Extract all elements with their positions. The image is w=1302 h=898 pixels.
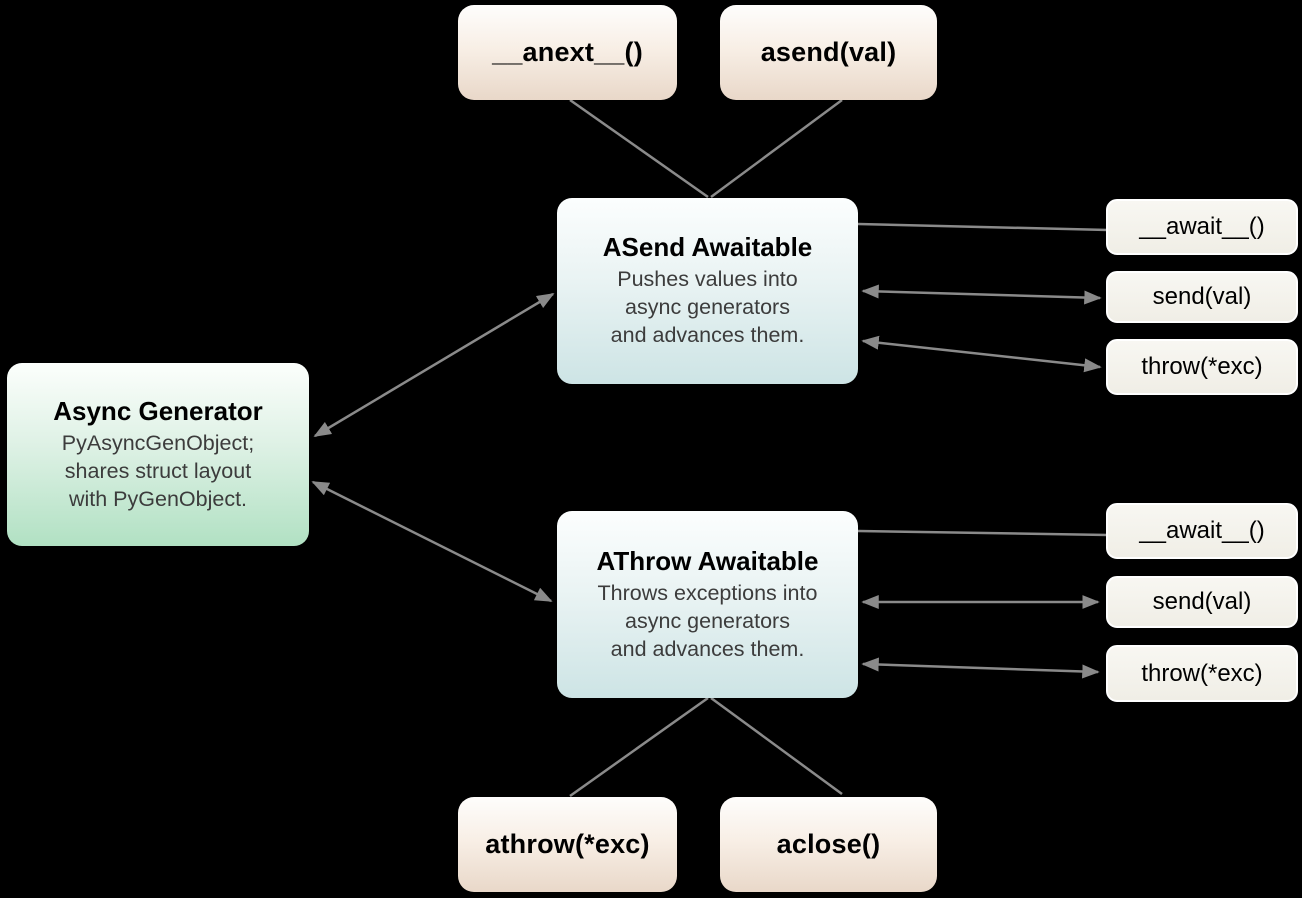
edge-async-generator-athrow-awaitable [311,480,553,603]
async-generator-desc-line3: with PyGenObject. [68,486,248,511]
node-athrow-send-method: send(val) [1106,576,1298,628]
node-async-generator: Async Generator PyAsyncGenObject; shares… [7,363,309,546]
athrow-awaitable-desc-line2: async generators [625,608,790,633]
asend-awaitable-title: ASend Awaitable [602,232,813,262]
asend-await-method-label: __await__() [1139,213,1265,240]
asend-awaitable-desc-line2: async generators [625,295,790,320]
node-asend-awaitable: ASend Awaitable Pushes values into async… [557,198,858,384]
edge-anext-to-asend-awaitable [569,98,709,199]
edge-asend-awaitable-throw [861,335,1102,373]
edge-athrow-awaitable-await [857,529,1109,537]
athrow-await-method-label: __await__() [1139,517,1265,544]
node-athrow-awaitable: AThrow Awaitable Throws exceptions into … [557,511,858,698]
node-asend-throw-method: throw(*exc) [1106,339,1298,395]
node-athrow-fn: athrow(*exc) [458,797,677,892]
athrow-awaitable-desc-line3: and advances them. [610,636,805,661]
node-aclose-label: aclose() [776,829,881,859]
edge-athrow-awaitable-to-athrow [569,696,709,798]
async-generator-desc-line1: PyAsyncGenObject; [61,430,255,455]
edge-asend-awaitable-await [857,222,1109,232]
node-asend-send-method: send(val) [1106,271,1298,323]
asend-throw-method-label: throw(*exc) [1141,353,1263,380]
node-asend: asend(val) [720,5,937,100]
edge-athrow-awaitable-to-aclose [710,696,843,796]
node-asend-await-method: __await__() [1106,199,1298,255]
athrow-send-method-label: send(val) [1152,588,1252,615]
athrow-throw-method-label: throw(*exc) [1141,659,1263,687]
node-aclose: aclose() [720,797,937,892]
edge-asend-awaitable-async-generator [313,292,555,438]
node-athrow-throw-method: throw(*exc) [1106,645,1298,702]
node-athrow-await-method: __await__() [1106,503,1298,559]
edge-asend-awaitable-send [861,284,1102,305]
node-anext-label: __anext__() [492,37,643,67]
athrow-awaitable-desc-line1: Throws exceptions into [597,580,818,605]
asend-awaitable-desc-line3: and advances them. [610,323,805,348]
async-generator-title: Async Generator [53,395,263,426]
edge-athrow-awaitable-throw [861,657,1100,679]
athrow-awaitable-title: AThrow Awaitable [596,545,819,576]
asend-send-method-label: send(val) [1152,283,1252,310]
asend-awaitable-desc-line1: Pushes values into [617,267,798,292]
node-anext: __anext__() [458,5,677,100]
edge-asend-to-asend-awaitable [710,98,843,199]
async-generator-desc-line2: shares struct layout [64,458,252,483]
node-asend-label: asend(val) [760,37,897,67]
node-athrow-fn-label: athrow(*exc) [485,829,650,859]
